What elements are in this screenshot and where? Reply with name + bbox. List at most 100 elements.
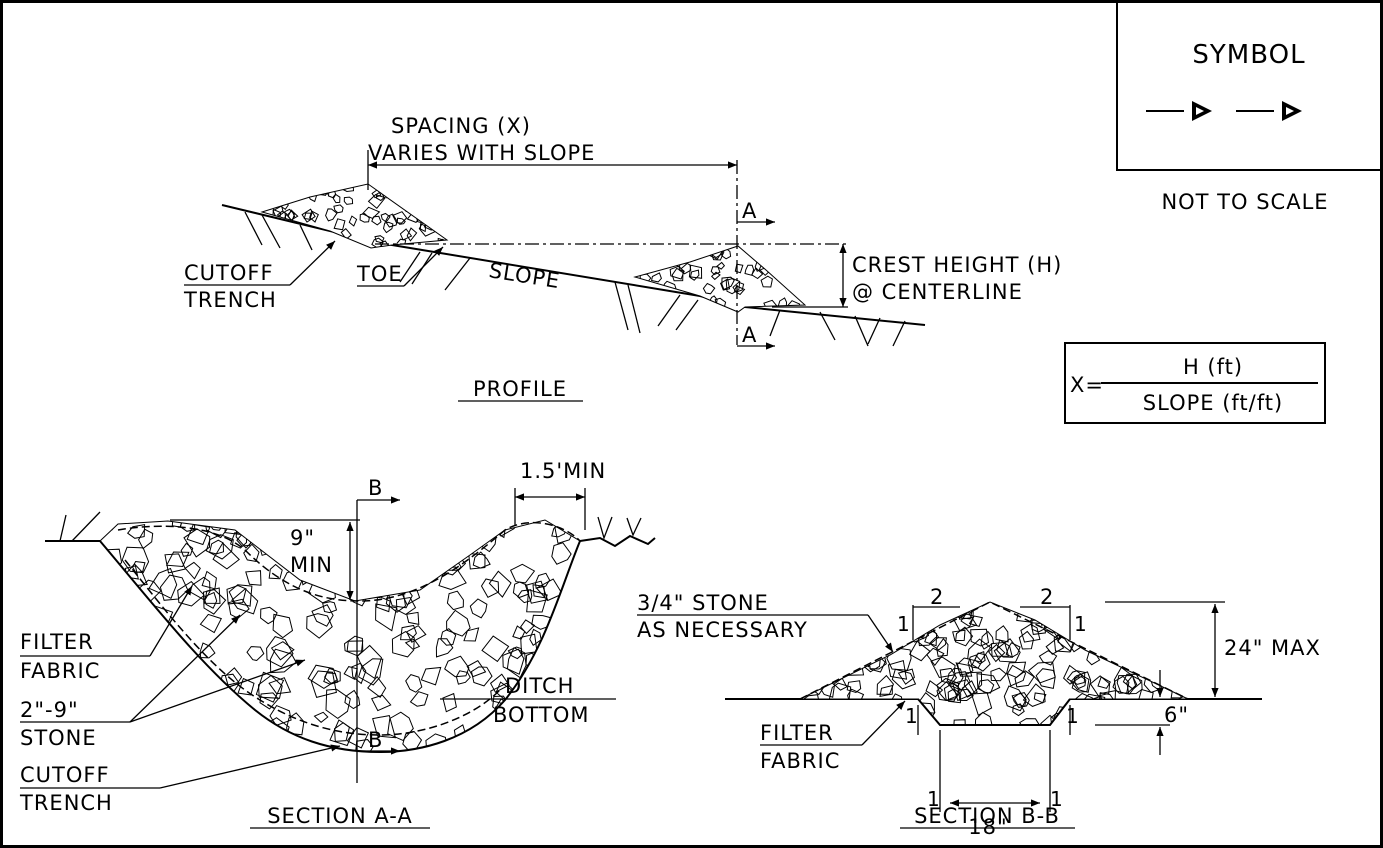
stone-piece [315,528,335,547]
stone-piece [466,735,493,752]
stone-piece [313,711,329,723]
stone-piece [952,629,966,642]
stone-piece [311,520,333,546]
bb-trench-width: 18" [968,815,1007,839]
section-bb-dam [799,601,1189,726]
check-dam-symbol-icon [1146,101,1302,121]
stone-piece [432,191,446,202]
stone-piece [1104,602,1123,608]
stone-piece [264,536,283,553]
stone-piece [1082,698,1100,716]
stone-piece [1167,635,1188,663]
stone-piece [371,215,382,226]
stone-piece [180,542,194,557]
stone-piece [570,589,580,609]
stone-piece [208,539,225,555]
stone-piece [841,604,854,616]
stone-piece [438,191,447,200]
stone-piece [1179,678,1188,691]
stone-piece [186,523,211,546]
stone-piece [974,711,993,725]
stone-piece [271,184,283,195]
stone-piece [284,223,296,237]
bb-ratio-left: 2 [930,585,944,609]
stone-piece [845,722,860,725]
stone-piece [733,285,746,296]
section-bb-title: SECTION B-B [914,804,1060,828]
stone-piece [864,602,887,626]
stone-piece [676,303,691,312]
stone-piece [400,624,417,641]
formula-numerator: H (ft) [1183,355,1243,379]
stone-piece [1169,648,1188,665]
stone-piece [823,702,838,720]
stone-piece [1033,692,1047,704]
stone-piece [183,687,209,713]
stone-piece [1040,714,1062,725]
stone-piece [679,296,689,305]
section-bb-view: 2 2 1 1 1 1 1 1 18" 24" MAX 6" 3/4" STON… [637,585,1320,839]
stone-piece [126,685,147,706]
stone-piece [832,698,850,713]
stone-piece [183,528,211,558]
stone-piece [936,677,960,702]
stone-piece [778,270,787,278]
stone-piece [100,739,123,752]
stone-piece [1020,623,1041,643]
stone-piece [257,674,283,699]
stone-piece [766,253,778,267]
stone-piece [719,278,731,291]
stone-piece [286,209,296,222]
stone-piece [780,253,791,265]
stone-piece [569,732,580,750]
stone-piece [1136,615,1162,641]
stone-piece [370,694,392,712]
stone-piece [165,551,190,568]
stone-piece [136,666,160,685]
stone-piece [178,709,193,726]
stone-piece [836,616,855,637]
stone-piece [725,277,741,295]
stone-piece [374,576,392,591]
stone-piece [967,654,983,669]
stone-piece [203,587,221,604]
stone-piece [464,730,488,752]
stone-piece [243,543,260,562]
stone-piece [323,667,341,684]
stone-piece [205,534,234,560]
stone-piece [435,638,454,658]
stone-piece [1097,676,1111,689]
ditch-bottom-line1: DITCH [505,674,574,698]
stone-piece [265,532,294,554]
stone-piece [815,650,824,660]
stone-piece [721,276,735,291]
stone-piece [954,626,974,647]
stone-piece [862,628,889,654]
crest-height-line2: @ CENTERLINE [852,280,1023,304]
stone-piece [359,213,370,223]
bb-filter-line2: FABRIC [760,749,840,773]
spacing-label-line1: SPACING (X) [391,114,531,138]
section-marker-a-bottom: A [742,323,757,347]
stone-piece [374,571,392,589]
stone-piece [226,584,247,605]
stone-piece [1159,629,1188,656]
stone-piece [268,677,292,695]
stone-piece [635,295,644,307]
stone-piece [127,599,151,622]
stone-piece [573,633,580,647]
stone-piece [506,727,524,747]
stone-piece [287,190,298,202]
stone-piece [529,628,542,647]
stone-piece [211,720,228,738]
bb-stone-line1: 3/4" STONE [637,591,769,615]
stone-piece [348,215,358,227]
stone-piece [405,674,423,693]
stone-piece [943,682,963,701]
stone-piece [976,673,1001,695]
stone-piece [335,238,347,247]
stone-piece [886,646,912,671]
stone-piece [1173,631,1188,653]
stone-piece [227,721,248,744]
stone-piece [774,251,785,260]
